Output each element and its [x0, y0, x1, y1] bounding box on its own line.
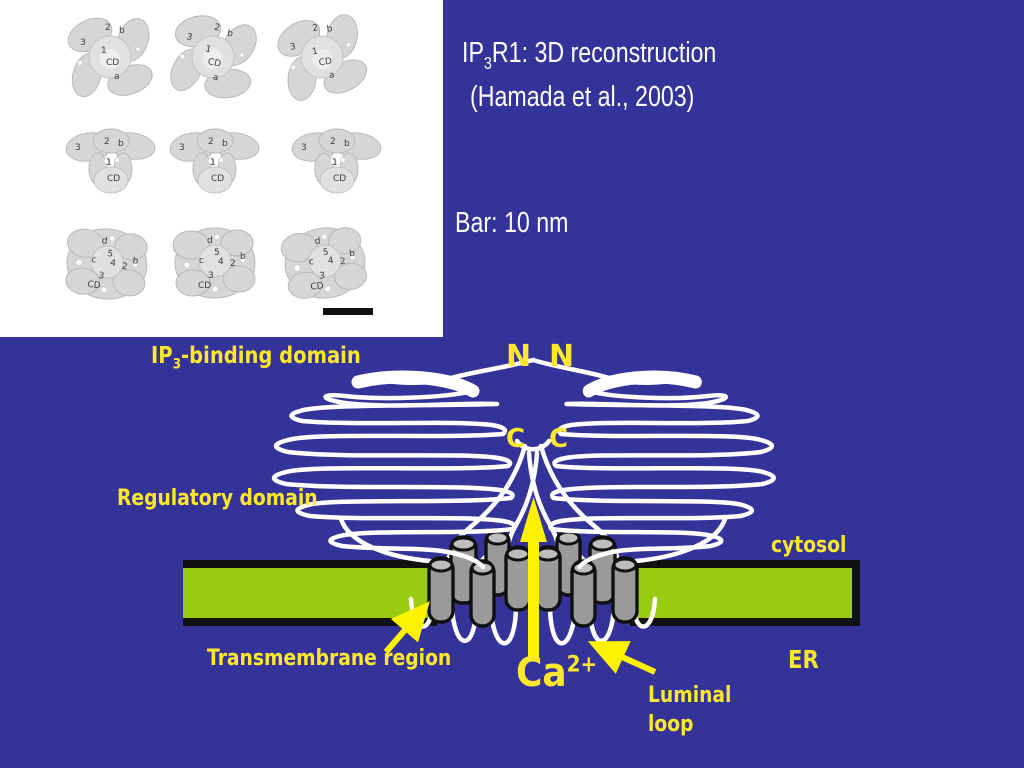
slide-title-citation: (Hamada et al., 2003)	[470, 80, 695, 113]
svg-text:2: 2	[330, 137, 336, 147]
em-blob: 3 2b 1CD a	[157, 2, 269, 111]
svg-text:1: 1	[311, 47, 318, 58]
svg-text:5: 5	[214, 248, 220, 258]
svg-text:2: 2	[104, 137, 110, 147]
svg-text:d: d	[314, 236, 321, 247]
svg-text:b: b	[326, 24, 333, 35]
svg-text:b: b	[119, 26, 125, 36]
er-label: ER	[788, 645, 819, 674]
c-terminus-label-right: C	[549, 424, 569, 454]
svg-text:CD: CD	[333, 174, 346, 184]
svg-text:1: 1	[332, 158, 338, 168]
svg-text:4: 4	[218, 257, 224, 267]
svg-text:CD: CD	[211, 174, 224, 184]
svg-text:2: 2	[312, 23, 319, 34]
transmembrane-region-label: Transmembrane region	[207, 646, 452, 671]
svg-text:3: 3	[75, 143, 81, 153]
scale-bar	[323, 308, 373, 315]
slide-title: IP3R1: 3D reconstruction (Hamada et al.,…	[462, 37, 717, 113]
n-terminus-label-right: N	[549, 339, 575, 374]
svg-text:4: 4	[327, 256, 334, 267]
svg-text:c: c	[199, 256, 204, 266]
svg-text:1: 1	[106, 158, 112, 168]
svg-text:CD: CD	[107, 174, 120, 184]
svg-text:a: a	[328, 70, 335, 81]
calcium-label: Ca2+	[516, 650, 598, 696]
svg-text:3: 3	[98, 271, 105, 282]
svg-text:CD: CD	[198, 281, 211, 291]
svg-text:2: 2	[208, 137, 214, 147]
svg-text:c: c	[308, 257, 314, 267]
svg-text:b: b	[132, 256, 139, 267]
svg-text:2: 2	[105, 23, 111, 33]
n-terminus-label-left: N	[506, 339, 532, 374]
svg-text:1: 1	[101, 46, 107, 56]
svg-text:3: 3	[319, 271, 326, 282]
ca-flux-arrow	[520, 497, 547, 658]
svg-text:CD: CD	[207, 57, 222, 70]
luminal-pointer-arrow	[587, 641, 657, 675]
svg-text:1: 1	[210, 158, 216, 168]
svg-text:5: 5	[107, 249, 114, 260]
svg-text:CD: CD	[87, 280, 101, 292]
svg-text:b: b	[118, 139, 124, 149]
svg-text:3: 3	[289, 42, 296, 53]
svg-text:b: b	[349, 249, 356, 260]
svg-text:3: 3	[301, 143, 307, 153]
svg-text:3: 3	[80, 38, 86, 48]
cytosol-label: cytosol	[771, 533, 847, 558]
svg-text:3: 3	[179, 143, 185, 153]
transmembrane-pointer-arrow	[383, 601, 430, 654]
svg-text:2: 2	[213, 23, 221, 34]
svg-text:5: 5	[322, 248, 329, 259]
ip3-binding-domain-label: IP3-binding domain	[151, 343, 361, 373]
svg-text:a: a	[114, 72, 120, 82]
svg-text:b: b	[240, 252, 246, 262]
svg-text:3: 3	[208, 271, 214, 281]
svg-text:d: d	[101, 236, 108, 247]
svg-text:b: b	[344, 139, 350, 149]
scale-note: Bar: 10 nm	[455, 207, 569, 239]
svg-text:2: 2	[230, 259, 236, 269]
membrane-left	[183, 560, 437, 626]
svg-text:b: b	[222, 139, 228, 149]
svg-text:CD: CD	[310, 281, 324, 292]
svg-text:2: 2	[339, 257, 346, 268]
svg-text:3: 3	[186, 32, 194, 43]
svg-text:c: c	[91, 255, 97, 266]
svg-text:CD: CD	[106, 58, 119, 68]
svg-text:b: b	[226, 29, 234, 40]
svg-text:4: 4	[109, 258, 116, 269]
svg-text:2: 2	[121, 262, 128, 273]
regulatory-domain-label: Regulatory domain	[117, 486, 318, 511]
c-terminus-cross	[514, 438, 552, 452]
luminal-loop-label: Luminal loop	[648, 683, 732, 737]
membrane-right	[630, 560, 860, 626]
c-terminus-label-left: C	[506, 424, 526, 454]
svg-text:CD: CD	[318, 57, 333, 69]
svg-text:d: d	[207, 236, 213, 246]
svg-text:1: 1	[204, 44, 212, 55]
svg-text:a: a	[212, 73, 219, 84]
